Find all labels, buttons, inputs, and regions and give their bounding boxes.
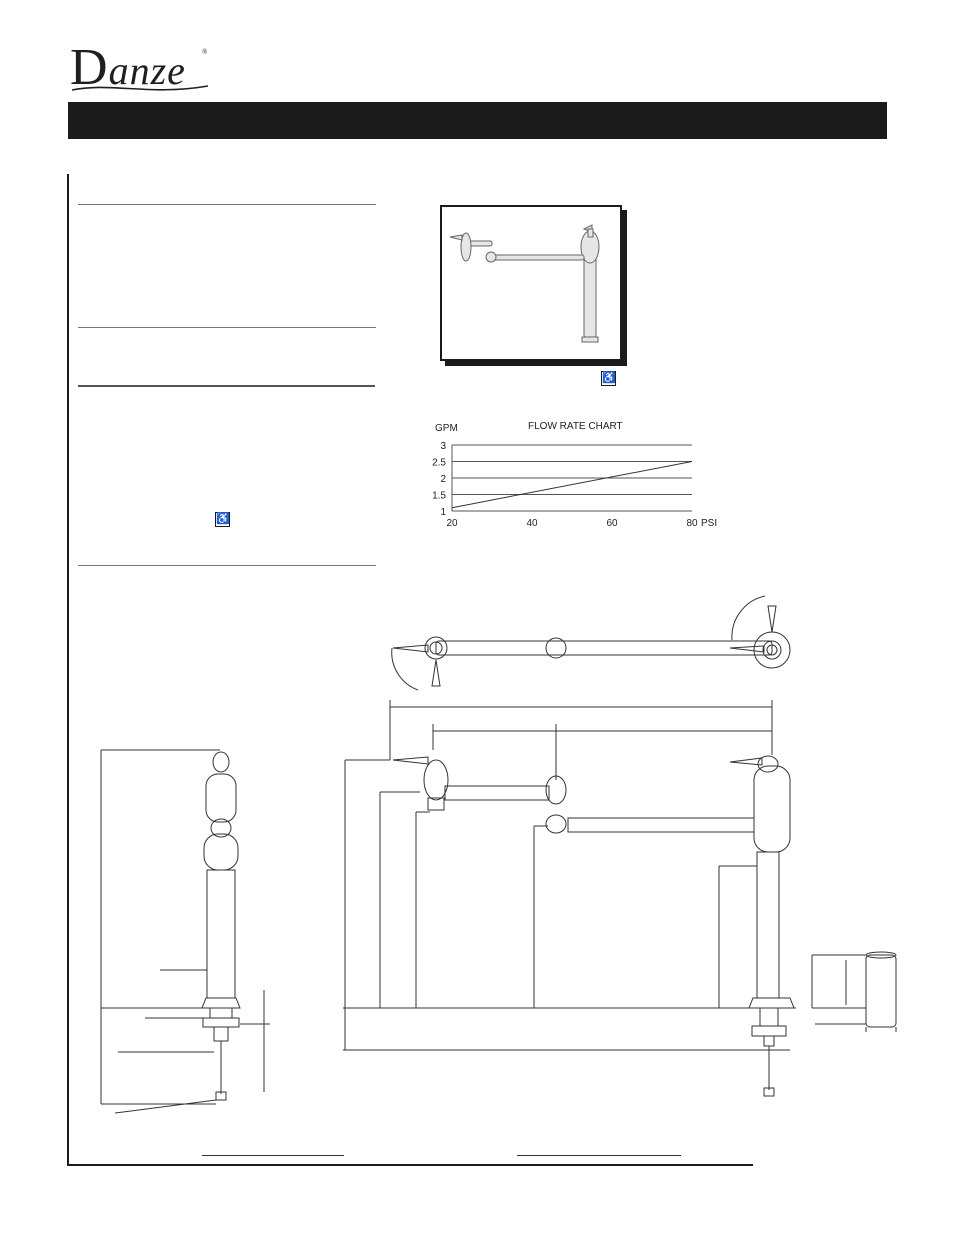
frame-bottom-border [67,1164,753,1166]
x-tick-label: 40 [526,518,538,529]
top-view-drawing [391,595,791,691]
brand-name-rest: anze [108,48,186,93]
frame-left-border [67,174,69,1166]
y-tick-label: 1.5 [432,491,446,502]
y-axis-label: GPM [435,423,458,434]
drawing-caption-line [202,1155,344,1156]
side-view-drawing [100,749,270,1114]
x-tick-label: 60 [606,518,618,529]
chart-title: FLOW RATE CHART [528,421,623,432]
x-tick-label: 20 [446,518,458,529]
escutcheon-drawing [811,951,897,1032]
x-tick-label: 80 [686,518,698,529]
pot-filler-faucet-icon [449,224,600,343]
y-tick-label: 1 [440,507,446,518]
flow-rate-chart: FLOW RATE CHART GPM PSI 3 2.5 2 1.5 1 20 40 60… [432,421,717,529]
front-view-drawing [343,755,796,1097]
brand-wordmark: Danze [70,39,186,96]
wheelchair-accessible-icon: ♿ [601,371,616,386]
section-divider [78,204,376,205]
x-axis-label: PSI [701,518,717,529]
y-tick-label: 3 [440,441,446,452]
y-tick-label: 2 [440,474,446,485]
section-divider [78,327,376,328]
flow-rate-series-line [451,461,693,509]
logo-swoosh-icon [71,85,209,91]
trademark-symbol: ® [202,48,208,56]
brand-logo: Danze ® [70,38,220,98]
product-photo [440,205,622,361]
drawing-caption-line [517,1155,681,1156]
wheelchair-accessible-icon: ♿ [215,512,230,527]
section-divider [78,385,375,387]
title-bar [68,102,887,139]
technical-drawings [100,595,897,1114]
section-divider [78,565,376,566]
y-tick-label: 2.5 [432,458,446,469]
